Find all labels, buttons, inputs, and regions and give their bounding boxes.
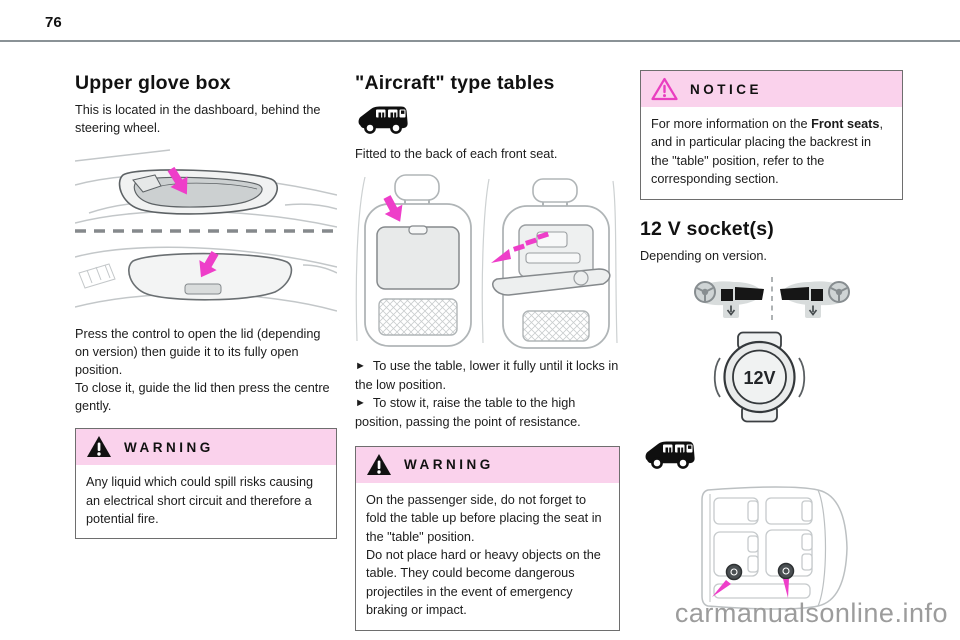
right-pointer-icon: ► [355,360,366,373]
section-heading-aircraft-tables: "Aircraft" type tables [355,72,555,94]
dashboard-location-pictogram [693,276,850,322]
glovebox-closed-lid-drawing [128,252,293,301]
notice-text-bold: Front seats [811,117,880,131]
notice-text: For more information on the Front seats,… [641,107,902,199]
close-arrow-icon [199,251,219,278]
open-arrow-icon [167,166,188,195]
right-hand-drive-pictogram [778,280,850,319]
warning-text: Any liquid which could spill risks causi… [86,475,314,527]
minivan-icon [358,106,408,134]
glovebox-open-lid-drawing [118,169,278,215]
notice-box: NOTICE For more information on the Front… [640,70,903,200]
socket-pointer-arrow-icons [712,578,789,598]
bullet-stow-table-text: To stow it, raise the table to the high … [355,396,581,430]
header-rule [0,40,960,42]
notice-text-before: For more information on the [651,117,812,131]
seat-table-closed-drawing [364,174,472,347]
bullet-use-table-text: To use the table, lower it fully until i… [355,359,619,392]
aircraft-tables-intro: Fitted to the back of each front seat. [355,147,558,161]
stow-table-dashed-arrow-icon [491,231,550,264]
page-number: 76 [45,14,62,31]
notice-triangle-icon [651,77,678,101]
12v-socket-drawing: 12V [713,331,806,423]
warning-box-tables: WARNING On the passenger side, do not fo… [355,445,620,631]
12v-sockets-intro: Depending on version. [640,248,767,263]
warning-title: WARNING [124,439,214,455]
warning-text: On the passenger side, do not forget to … [366,492,602,618]
lower-table-arrow-icon [383,195,403,222]
warning-triangle-icon [367,453,391,475]
bullet-stow-table: ►To stow it, raise the table to the high… [355,394,620,431]
12v-label: 12V [743,368,775,388]
right-pointer-icon: ► [355,397,366,410]
seat-tables-illustration [355,174,618,349]
column-12v-sockets: NOTICE For more information on the Front… [640,70,903,614]
upper-glove-box-intro: This is located in the dashboard, behind… [75,103,321,136]
warning-triangle-icon [87,436,111,458]
upper-glove-box-body: Press the control to open the lid (depen… [75,327,330,414]
column-aircraft-tables: "Aircraft" type tables Fitted to the bac… [355,72,620,631]
section-heading-12v-sockets: 12 V socket(s) [640,217,774,240]
warning-box-glovebox: WARNING Any liquid which could spill ris… [75,428,337,540]
warning-header: WARNING [356,446,619,483]
warning-header: WARNING [76,429,336,466]
section-heading-upper-glove-box: Upper glove box [75,72,231,94]
glovebox-illustration [75,149,337,312]
notice-text-after: , and in particular placing the backrest… [651,117,883,187]
notice-title: NOTICE [690,81,763,97]
seat-table-open-drawing [491,178,611,349]
down-arrow-icon [726,305,735,316]
column-upper-glove-box: Upper glove box This is located in the d… [75,72,337,540]
bullet-use-table: ►To use the table, lower it fully until … [355,357,620,394]
minivan-icon [645,441,695,469]
watermark: carmanualsonline.info [674,598,948,628]
notice-header: NOTICE [641,71,902,107]
socket-marker-icons [725,562,795,580]
cabin-topview-illustration [701,485,848,610]
left-hand-drive-pictogram [693,280,764,318]
warning-title: WARNING [404,457,494,473]
